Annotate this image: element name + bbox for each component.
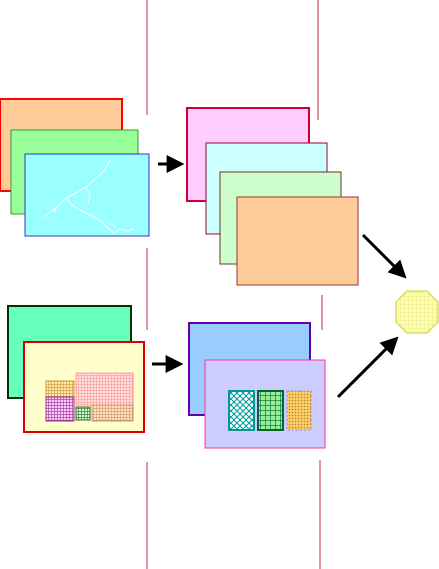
processed-stack-4 [188, 322, 326, 449]
stack1-front-page [24, 153, 150, 237]
swatch-dotted [286, 390, 312, 431]
input-stack-3 [7, 305, 145, 433]
swatch-crosshatch [228, 390, 255, 431]
processed-stack-2 [186, 107, 359, 286]
stack2-page-4 [236, 196, 359, 286]
trace-network-icon [43, 159, 135, 234]
tile-mosaic [45, 372, 134, 422]
output-octagon [395, 290, 439, 334]
input-stack-1 [0, 98, 150, 237]
tile-c [45, 396, 75, 422]
swatch-grid [257, 390, 284, 431]
arrows [152, 155, 407, 399]
tile-d [75, 406, 91, 421]
tile-a [45, 380, 75, 398]
tile-b [75, 372, 134, 406]
tile-e [91, 404, 134, 422]
arrow-up-right-icon [336, 336, 399, 399]
arrow-down-right-icon [361, 233, 407, 279]
dividers [146, 0, 323, 569]
swatch-row [228, 390, 312, 431]
octagon-output-icon [395, 290, 439, 334]
